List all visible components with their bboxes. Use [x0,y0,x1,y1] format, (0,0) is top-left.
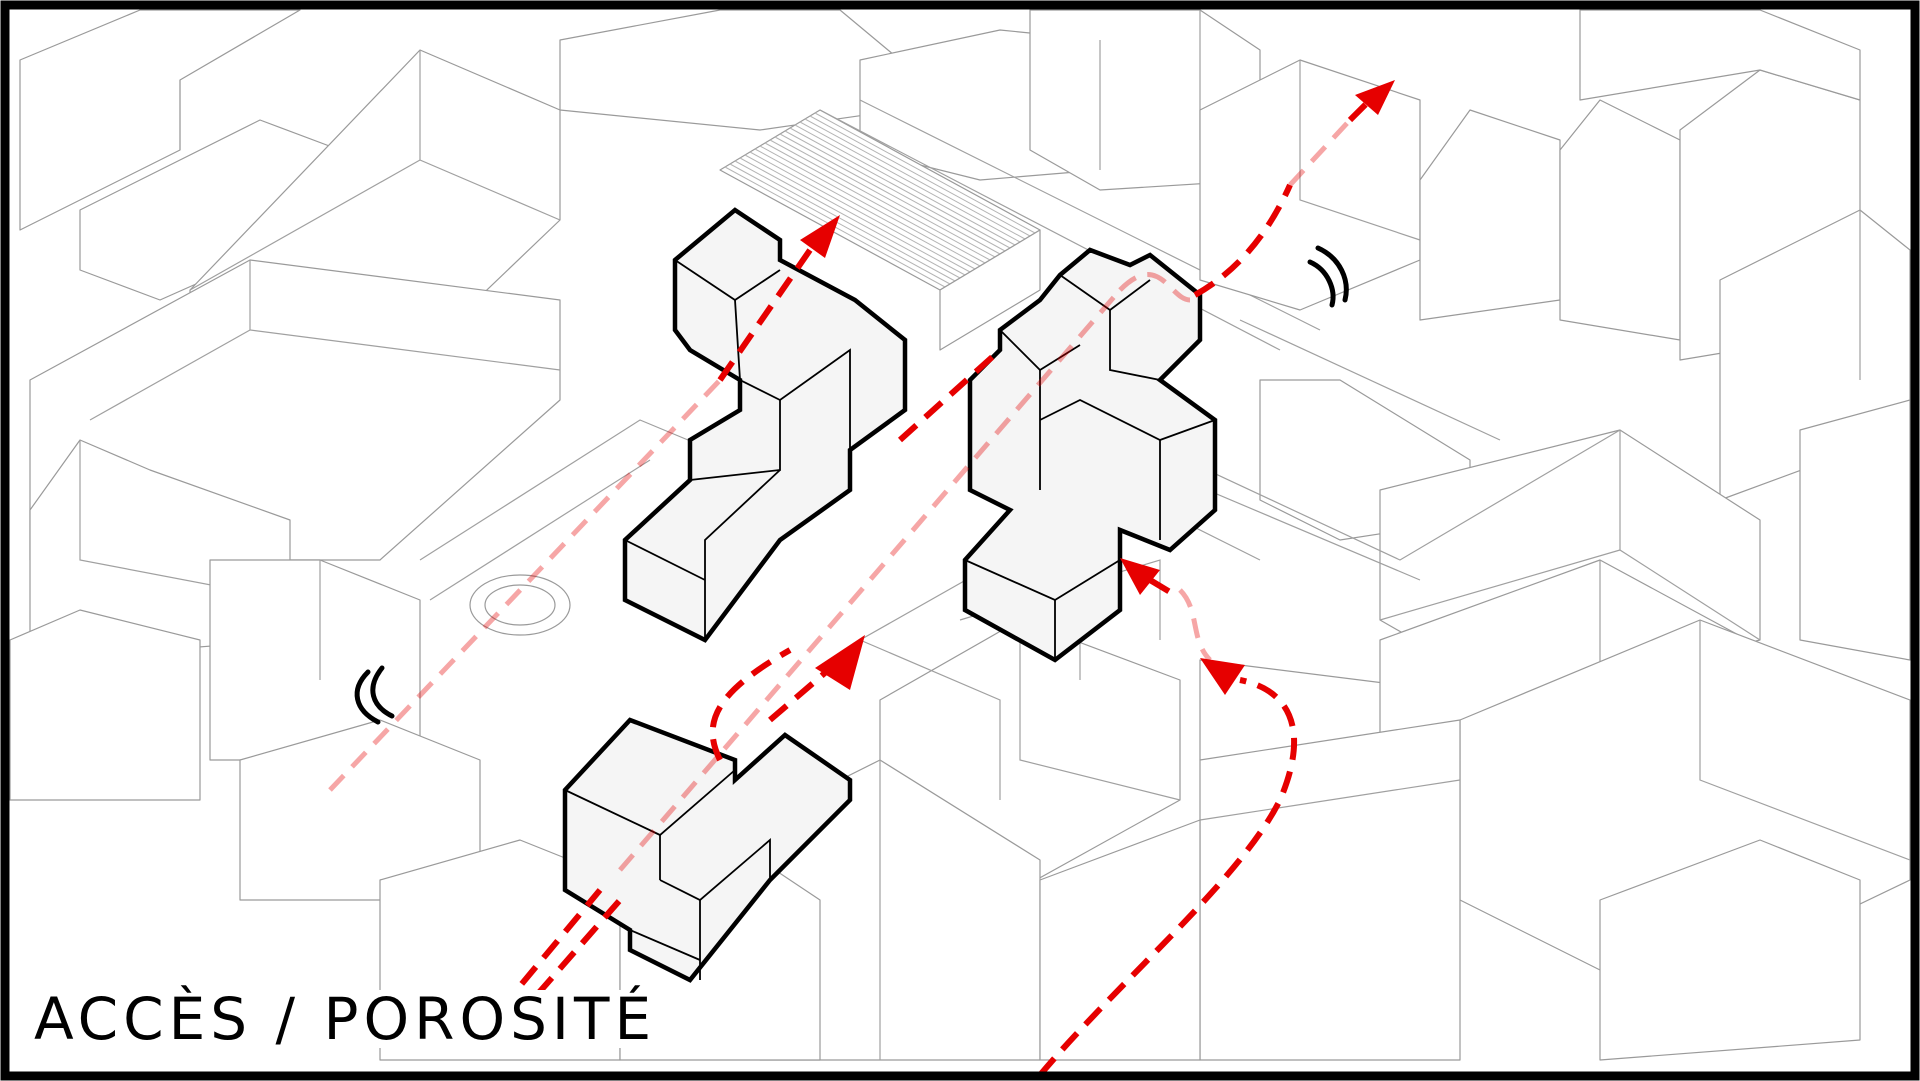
diagram-caption: ACCÈS / POROSITÉ [30,990,661,1048]
roof-hatch-line [759,145,981,267]
roof-hatch-line [739,157,961,279]
context-building [1559,99,1681,341]
access-path-faded [1288,118,1352,187]
sound-marks [354,245,1349,725]
context-edge [859,639,1001,800]
context-building [1799,399,1911,661]
roof-hatch-line [764,142,986,264]
context-edge [89,329,251,421]
access-path [897,347,1003,443]
arrow-head-icon [1200,658,1245,695]
context-building [939,229,1041,351]
access-path [1193,183,1293,298]
roof-hatch-line [814,112,1036,234]
context-edge [1379,549,1621,621]
context-building [1419,109,1561,321]
context-stair [484,584,556,626]
sound-wave-icon [370,665,395,719]
access-paths [328,80,1395,1077]
arrow-head-icon [800,215,840,258]
context-edge [189,159,421,291]
roof-hatch-line [754,148,976,270]
context-building [559,9,901,131]
context-building [1199,719,1461,1061]
roof-hatch-line [749,151,971,273]
context-building [239,719,481,901]
volume-block-a [622,207,908,643]
roof-hatch-line [784,130,1006,252]
context-building [1199,59,1421,311]
context-building [1579,9,1861,101]
roof-hatch-line [794,124,1016,246]
access-path [1148,577,1177,598]
context-edge [1199,779,1461,821]
arrow-head-icon [815,635,865,690]
context-edge [1299,60,1421,241]
access-path [709,647,792,762]
sound-wave-icon [1307,259,1336,308]
access-path [717,248,813,382]
context-edge [429,459,651,601]
roof-hatching [724,112,1036,288]
access-path [1037,677,1297,1077]
sound-wave-icon [354,669,381,725]
roof-hatch-line [769,139,991,261]
context-edge [1019,620,1181,801]
roof-hatch-line [789,127,1011,249]
roof-hatch-line [809,115,1031,237]
access-path [497,888,603,1012]
context-edge [1699,620,1911,861]
context-building [1039,819,1201,1061]
context-building [9,609,201,801]
roof-hatch-line [799,121,1021,243]
access-path-faded [1178,588,1212,662]
access-path-faded [1118,272,1191,303]
context-edge [1239,319,1501,441]
access-path [512,898,623,1022]
roof-hatch-line [804,118,1026,240]
context-building [209,559,421,761]
roof-hatch-line [729,163,951,285]
context-building [1599,839,1861,1061]
sound-wave-icon [1315,245,1349,303]
context-edge [819,109,1281,351]
context-buildings [9,9,1911,1061]
roof-hatch-line [744,154,966,276]
roof-hatch-line [774,136,996,258]
arrow-head-icon [1355,80,1395,115]
roof-hatch-line [734,160,956,282]
proposed-volumes [562,207,1218,983]
arrow-head-icon [1120,558,1160,595]
access-path [1347,97,1373,123]
roof-hatch-line [779,133,1001,255]
volume-block-c [562,717,853,983]
